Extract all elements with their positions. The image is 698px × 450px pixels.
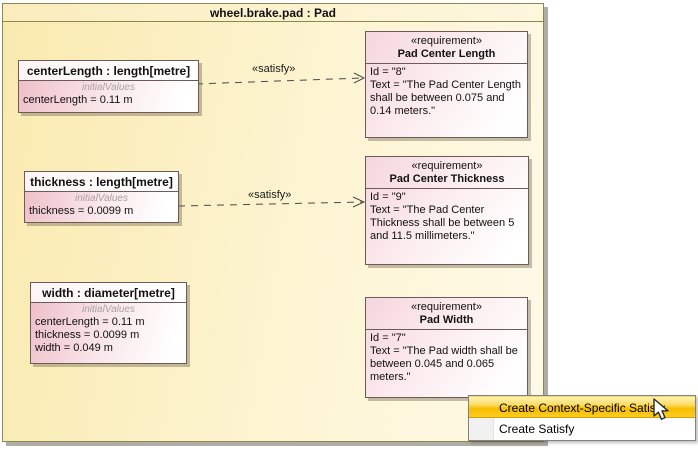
requirement-box-pad-width[interactable]: «requirement» Pad Width Id = "7" Text = …	[365, 297, 528, 398]
initial-values-label: initialValues	[82, 82, 135, 93]
stereotype-label: «requirement»	[411, 160, 483, 172]
requirement-text: Text = "The Pad Center Length shall be b…	[370, 79, 521, 117]
menu-item-create-context-specific-satisfy[interactable]: Create Context-Specific Satisfy	[469, 396, 695, 418]
menu-icon-gutter	[469, 418, 494, 440]
requirement-body: Id = "9" Text = "The Pad Center Thicknes…	[366, 189, 528, 245]
requirement-text: Text = "The Pad width shall be between 0…	[370, 345, 518, 383]
value-box-centerlength[interactable]: centerLength : length[metre] initialValu…	[18, 60, 199, 113]
requirement-header: «requirement» Pad Center Thickness	[366, 157, 528, 189]
requirement-body: Id = "7" Text = "The Pad width shall be …	[366, 330, 527, 386]
value-box-header: thickness : length[metre]	[25, 172, 178, 192]
requirement-header: «requirement» Pad Width	[366, 298, 527, 330]
context-menu: Create Context-Specific Satisfy Create S…	[468, 395, 696, 441]
requirement-name: Pad Center Thickness	[389, 173, 505, 185]
value-line: thickness = 0.0099 m	[35, 329, 140, 341]
value-line: thickness = 0.0099 m	[29, 205, 134, 217]
value-line: centerLength = 0.11 m	[23, 94, 133, 106]
value-box-header: width : diameter[metre]	[31, 283, 186, 303]
requirement-box-pad-center-length[interactable]: «requirement» Pad Center Length Id = "8"…	[365, 31, 528, 138]
requirement-id: Id = "9"	[370, 191, 406, 203]
requirement-name: Pad Center Length	[397, 48, 496, 60]
requirement-header: «requirement» Pad Center Length	[366, 32, 527, 64]
value-box-body: initialValues centerLength = 0.11 m	[19, 81, 198, 112]
satisfy-label-2: «satisfy»	[248, 189, 292, 201]
value-line: width = 0.049 m	[35, 342, 113, 354]
value-box-header: centerLength : length[metre]	[19, 61, 198, 81]
requirement-name: Pad Width	[419, 314, 474, 326]
satisfy-label-1: «satisfy»	[252, 63, 296, 75]
requirement-box-pad-center-thickness[interactable]: «requirement» Pad Center Thickness Id = …	[365, 156, 529, 265]
requirement-text: Text = "The Pad Center Thickness shall b…	[370, 204, 515, 242]
menu-item-create-satisfy[interactable]: Create Satisfy	[469, 418, 695, 440]
value-line: centerLength = 0.11 m	[35, 316, 145, 328]
stereotype-label: «requirement»	[411, 35, 482, 47]
value-box-thickness[interactable]: thickness : length[metre] initialValues …	[24, 171, 179, 223]
menu-item-label: Create Satisfy	[499, 422, 575, 436]
diagram-title: wheel.brake.pad : Pad	[3, 4, 543, 22]
value-box-body: initialValues thickness = 0.0099 m	[25, 192, 178, 222]
initial-values-label: initialValues	[82, 304, 135, 315]
requirement-body: Id = "8" Text = "The Pad Center Length s…	[366, 64, 527, 120]
value-box-body: initialValues centerLength = 0.11 m thic…	[31, 303, 186, 363]
requirement-id: Id = "8"	[370, 66, 406, 78]
initial-values-label: initialValues	[75, 193, 128, 204]
stereotype-label: «requirement»	[411, 301, 482, 313]
requirement-id: Id = "7"	[370, 332, 406, 344]
value-box-width[interactable]: width : diameter[metre] initialValues ce…	[30, 282, 187, 364]
